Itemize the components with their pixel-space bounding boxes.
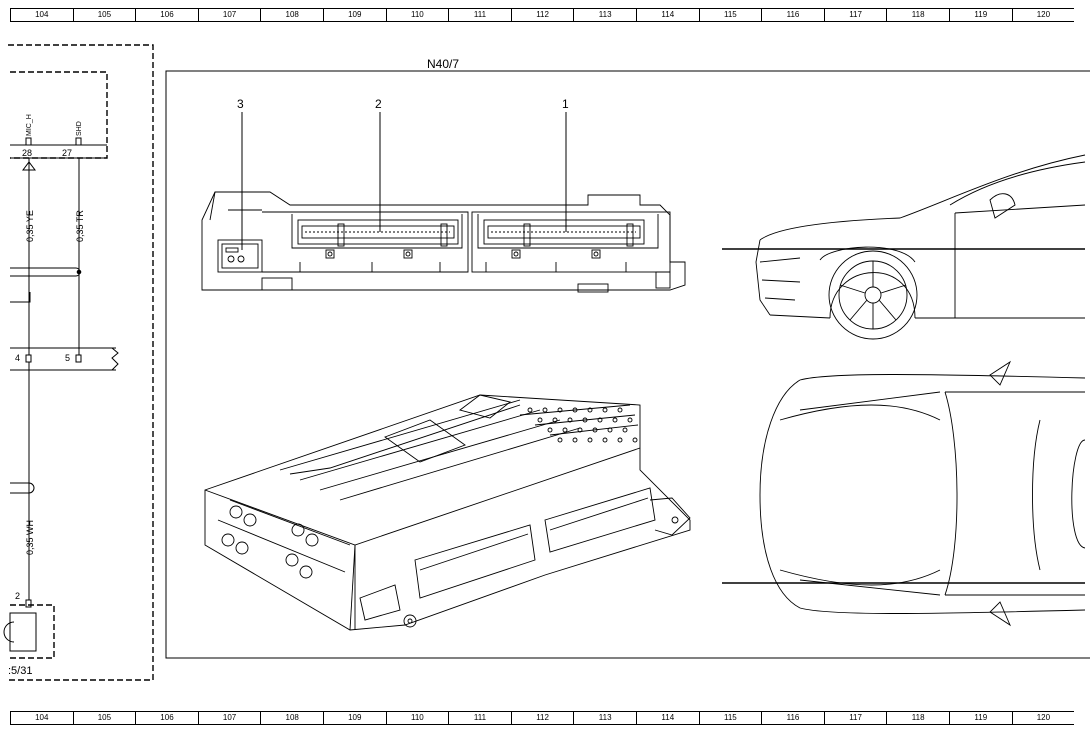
ruler-cell-109: 109 <box>323 711 386 725</box>
wire-label-wh: 0,35 WH <box>25 520 35 555</box>
ruler-cell-108: 108 <box>260 8 323 22</box>
ruler-cell-112: 112 <box>510 8 574 22</box>
ruler-cell-106: 106 <box>135 711 198 725</box>
ruler-cell-112: 112 <box>510 711 574 725</box>
wire-wh <box>10 362 35 608</box>
ruler-cell-116: 116 <box>761 8 824 22</box>
ruler-cell-117: 117 <box>823 8 887 22</box>
vehicle-side-view <box>755 154 1086 340</box>
ruler-cell-116: 116 <box>761 711 824 725</box>
ruler-cell-107: 107 <box>197 711 261 725</box>
callout-1: 1 <box>562 97 569 111</box>
wire-label-tr: 0,35 TR <box>75 210 85 242</box>
ruler-cell-118: 118 <box>886 711 949 725</box>
ruler-cell-113: 113 <box>573 711 636 725</box>
connector-upper <box>10 137 107 159</box>
ruler-cell-105: 105 <box>72 711 136 725</box>
control-unit-isometric-view <box>204 394 691 631</box>
ruler-cell-120: 120 <box>1011 8 1075 22</box>
ruler-cell-114: 114 <box>636 8 699 22</box>
component-symbol-lower <box>3 612 37 652</box>
partial-component-label: :5/31 <box>8 665 32 677</box>
left-connector-frame <box>8 44 154 681</box>
ruler-cell-111: 111 <box>448 711 511 725</box>
wire-tr <box>10 158 82 355</box>
ruler-cell-117: 117 <box>823 711 887 725</box>
vehicle-top-view <box>759 360 1086 627</box>
ruler-cell-106: 106 <box>135 8 198 22</box>
signal-mic-h: MIC_H <box>26 114 33 136</box>
control-unit-side-view <box>201 191 686 293</box>
ruler-cell-108: 108 <box>260 711 323 725</box>
ruler-cell-110: 110 <box>385 711 449 725</box>
signal-shd: SHD <box>76 121 83 136</box>
ruler-cell-111: 111 <box>448 8 511 22</box>
pin-label-2: 2 <box>15 591 20 601</box>
pin-label-28: 28 <box>22 148 32 158</box>
pin-label-5: 5 <box>65 353 70 363</box>
connector-lower <box>10 347 119 371</box>
ruler-cell-119: 119 <box>949 711 1012 725</box>
ruler-cell-113: 113 <box>573 8 636 22</box>
ruler-cell-110: 110 <box>385 8 449 22</box>
ruler-cell-104: 104 <box>10 711 73 725</box>
wire-ye <box>22 158 36 355</box>
ruler-cell-119: 119 <box>949 8 1012 22</box>
ruler-cell-120: 120 <box>1011 711 1075 725</box>
pin-label-27: 27 <box>62 148 72 158</box>
pin-label-4: 4 <box>15 353 20 363</box>
component-name: N40/7 <box>427 57 459 71</box>
ruler-cell-115: 115 <box>698 8 762 22</box>
ruler-cell-109: 109 <box>323 8 386 22</box>
ruler-cell-104: 104 <box>10 8 73 22</box>
ruler-cell-118: 118 <box>886 8 949 22</box>
wire-label-ye: 0,35 YE <box>25 210 35 242</box>
callout-3: 3 <box>237 97 244 111</box>
callout-2: 2 <box>375 97 382 111</box>
component-frame <box>165 70 1090 659</box>
ruler-cell-115: 115 <box>698 711 762 725</box>
ruler-cell-107: 107 <box>197 8 261 22</box>
ruler-cell-105: 105 <box>72 8 136 22</box>
ruler-cell-114: 114 <box>636 711 699 725</box>
